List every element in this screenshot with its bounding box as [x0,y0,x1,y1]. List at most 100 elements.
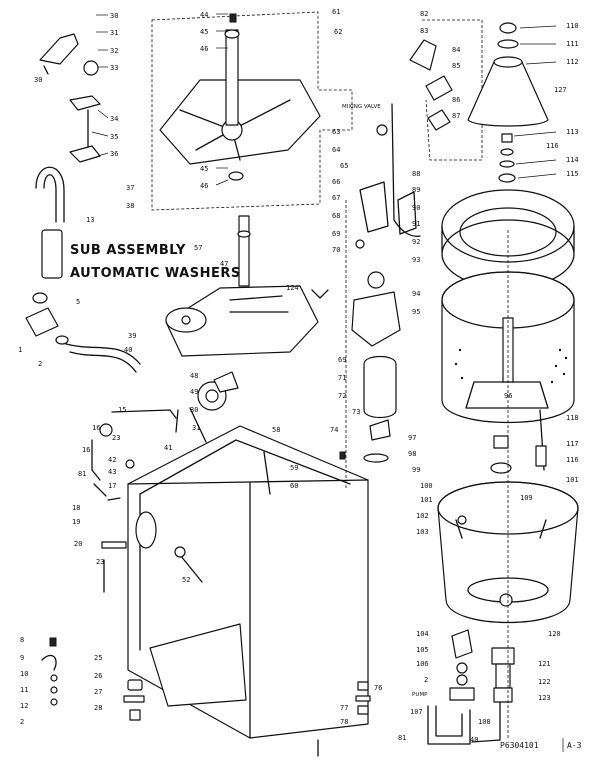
callout-16b: 16 [82,446,90,454]
callout-17: 17 [108,482,116,490]
tub-seal-parts [427,629,475,745]
callout-60: 60 [290,482,298,490]
callout-110: 110 [566,22,579,30]
callout-78: 78 [340,718,348,726]
callout-101b: 101 [566,476,579,484]
belt-guard-part [175,407,207,443]
callout-64: 64 [332,146,340,154]
callout-100: 100 [420,482,433,490]
callout-36: 36 [110,150,118,158]
callout-16: 16 [92,424,100,432]
callout-2b: 2 [20,718,24,726]
callout-109: 109 [520,494,533,502]
callout-108: 108 [478,718,491,726]
callout-46: 46 [200,45,208,53]
callout-27: 27 [94,688,102,696]
callout-18: 18 [72,504,80,512]
callout-63: 63 [332,128,340,136]
callout-47: 47 [220,260,228,268]
title-line-2: AUTOMATIC WASHERS [70,266,241,281]
callout-76: 76 [374,684,382,692]
callout-118: 118 [566,414,579,422]
callout-39: 39 [128,332,136,340]
callout-94: 94 [412,290,420,298]
callout-117: 117 [566,440,579,448]
callout-101: 101 [420,496,433,504]
callout-40a: 40 [124,346,132,354]
callout-127: 127 [554,86,567,94]
callout-28: 28 [94,704,102,712]
callout-labels: 30 31 32 33 30 34 35 36 13 5 1 2 39 40 4… [18,8,579,744]
callout-124: 124 [286,284,299,292]
pump-and-motor-parts [339,181,417,715]
callout-74: 74 [330,426,338,434]
callout-35: 35 [110,133,118,141]
mixing-valve-frame [422,19,483,161]
transmission-dashed-frame [151,11,353,211]
agitator-shaft-part [237,215,251,287]
callout-86: 86 [452,96,460,104]
motor-pulley-part [197,371,239,411]
fill-hose-edge [69,351,137,373]
callout-23: 23 [112,434,120,442]
callout-40b: 40 [470,736,478,744]
small-hardware-parts [41,409,177,706]
callout-66: 66 [332,178,340,186]
callout-96: 96 [504,392,512,400]
callout-97: 97 [408,434,416,442]
callout-13: 13 [86,216,94,224]
callout-2c: 2 [424,676,428,684]
hose-clamp-parts [25,292,69,345]
callout-25: 25 [94,654,102,662]
callout-38: 38 [126,202,134,210]
callout-2a: 2 [38,360,42,368]
callout-93: 93 [412,256,420,264]
callout-113: 113 [566,128,579,136]
callout-95: 95 [412,308,420,316]
callout-68: 68 [332,212,340,220]
callout-98: 98 [408,450,416,458]
callout-26: 26 [94,672,102,680]
callout-88: 88 [412,170,420,178]
callout-23b: 23 [96,558,104,566]
callout-65: 65 [340,162,348,170]
callout-73: 73 [352,408,360,416]
callout-70: 70 [332,246,340,254]
callout-34: 34 [110,115,118,123]
cabinet-part [127,425,369,739]
tub-ring-part [441,189,575,289]
callout-122: 122 [538,678,551,686]
cap-part [83,60,99,76]
callout-120: 120 [548,630,561,638]
drain-hose-part [35,166,65,279]
part-id: P6304101 [500,741,539,750]
callout-43: 43 [108,468,116,476]
callout-20: 20 [74,540,82,548]
callout-85: 85 [452,62,460,70]
callout-114: 114 [566,156,579,164]
callout-45b: 45 [200,165,208,173]
callout-12: 12 [20,702,28,710]
callout-102: 102 [416,512,429,520]
callout-81b: 81 [78,470,86,478]
callout-9: 9 [20,654,24,662]
callout-69b: 69 [338,356,346,364]
callout-104: 104 [416,630,429,638]
callout-115: 115 [566,170,579,178]
callout-11: 11 [20,686,28,694]
pump-note: PUMP [412,692,428,698]
hose-hook-part [39,33,79,75]
callout-82: 82 [420,10,428,18]
bracket-part [69,95,101,163]
gear-case-part [165,285,319,357]
callout-92: 92 [412,238,420,246]
callout-19: 19 [72,518,80,526]
callout-1: 1 [18,346,22,354]
callout-33: 33 [110,64,118,72]
callout-69: 69 [332,230,340,238]
callout-59: 59 [290,464,298,472]
callout-84: 84 [452,46,460,54]
callout-99: 99 [412,466,420,474]
callout-50: 30 [190,406,198,414]
